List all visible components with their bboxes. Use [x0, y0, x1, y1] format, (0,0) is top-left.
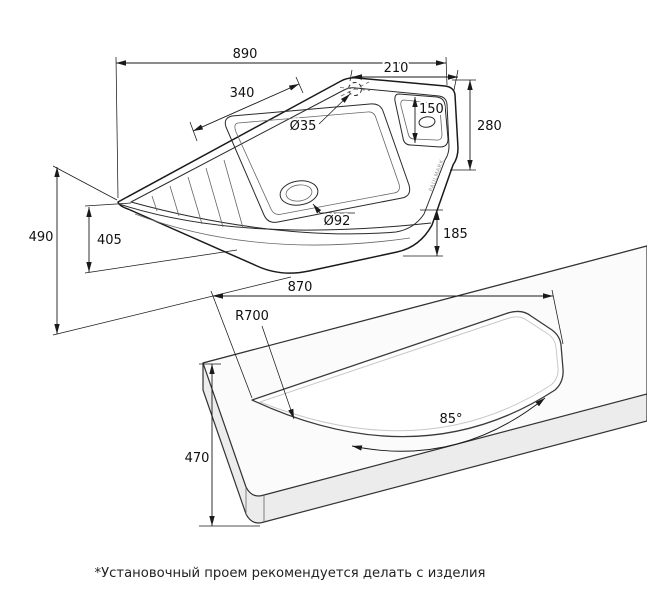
dim-405: 405 [84, 202, 238, 274]
small-bowl-outer [394, 93, 449, 148]
extension-line [52, 165, 118, 201]
dim-470: 470 [183, 363, 260, 527]
dim-280: 280 [450, 79, 504, 171]
ridge-line [151, 195, 158, 212]
dim-890-label: 890 [233, 47, 258, 62]
dim-85deg-label: 85° [439, 412, 462, 427]
sink-outline [117, 77, 459, 274]
dim-185: 185 [403, 209, 470, 257]
extension-line [84, 202, 132, 207]
dim-210: 210 [349, 59, 459, 91]
dim-340-label: 340 [230, 86, 255, 101]
dim-490: 490 [27, 165, 292, 336]
leader-line [261, 325, 295, 420]
extension-line [189, 121, 198, 142]
extension-line [295, 76, 304, 94]
small-bowl-inner [400, 99, 443, 141]
dim-870-label: 870 [288, 280, 313, 295]
drainboard-ridges [151, 159, 244, 229]
ridge-line [223, 159, 244, 229]
dim-470-label: 470 [185, 451, 210, 466]
angle-arc [351, 397, 546, 452]
dim-890: 890 [115, 45, 448, 199]
dim-340: 340 [189, 76, 304, 142]
dim-405-label: 405 [97, 233, 122, 248]
dim-150: 150 [412, 97, 446, 143]
tap-hole [339, 81, 371, 97]
ridge-line [187, 176, 203, 225]
extension-line [84, 249, 238, 274]
extension-line [551, 289, 564, 345]
dim-150-label: 150 [419, 102, 444, 117]
extension-line [445, 56, 448, 86]
leader-line [312, 203, 322, 214]
dim-490-label: 490 [29, 230, 54, 245]
tap-hole-circle [348, 82, 362, 96]
dimension-line [192, 83, 300, 132]
dim-r700: R700 [233, 307, 295, 420]
extension-line [349, 69, 353, 82]
main-drain-hole [279, 180, 319, 206]
sink-dimensions: 890 210 340 150 280 490 [27, 45, 504, 336]
dim-185-label: 185 [443, 227, 468, 242]
sink-apron-line [134, 213, 411, 246]
label-drain-hole: Ø92 [312, 203, 355, 231]
leader-line [318, 93, 351, 125]
extension-line [52, 276, 292, 336]
dim-210-label: 210 [384, 61, 409, 76]
ridge-line [205, 167, 224, 228]
sink-front-rim-edge [118, 203, 432, 231]
sink-view: PAULMARK [117, 77, 459, 274]
countertop-view [202, 245, 647, 524]
cutout-dimensions: 870 R700 85° 470 [183, 278, 564, 527]
dim-r700-label: R700 [235, 309, 269, 324]
extension-line [210, 290, 253, 399]
tap-hole-centerline [339, 87, 371, 91]
label-tap-hole: Ø35 [288, 93, 351, 136]
small-drain-hole [418, 116, 436, 128]
extension-line [115, 56, 119, 199]
tap-hole-label: Ø35 [290, 119, 317, 134]
dim-870: 870 [210, 278, 564, 399]
main-drain-hole-inner [285, 184, 313, 202]
drain-hole-label: Ø92 [324, 214, 351, 229]
dim-85deg: 85° [351, 397, 546, 452]
ridge-line [169, 185, 180, 217]
sink-inner-rim [130, 87, 450, 235]
dim-280-label: 280 [477, 119, 502, 134]
footnote: *Установочный проем рекомендуется делать… [95, 566, 486, 581]
